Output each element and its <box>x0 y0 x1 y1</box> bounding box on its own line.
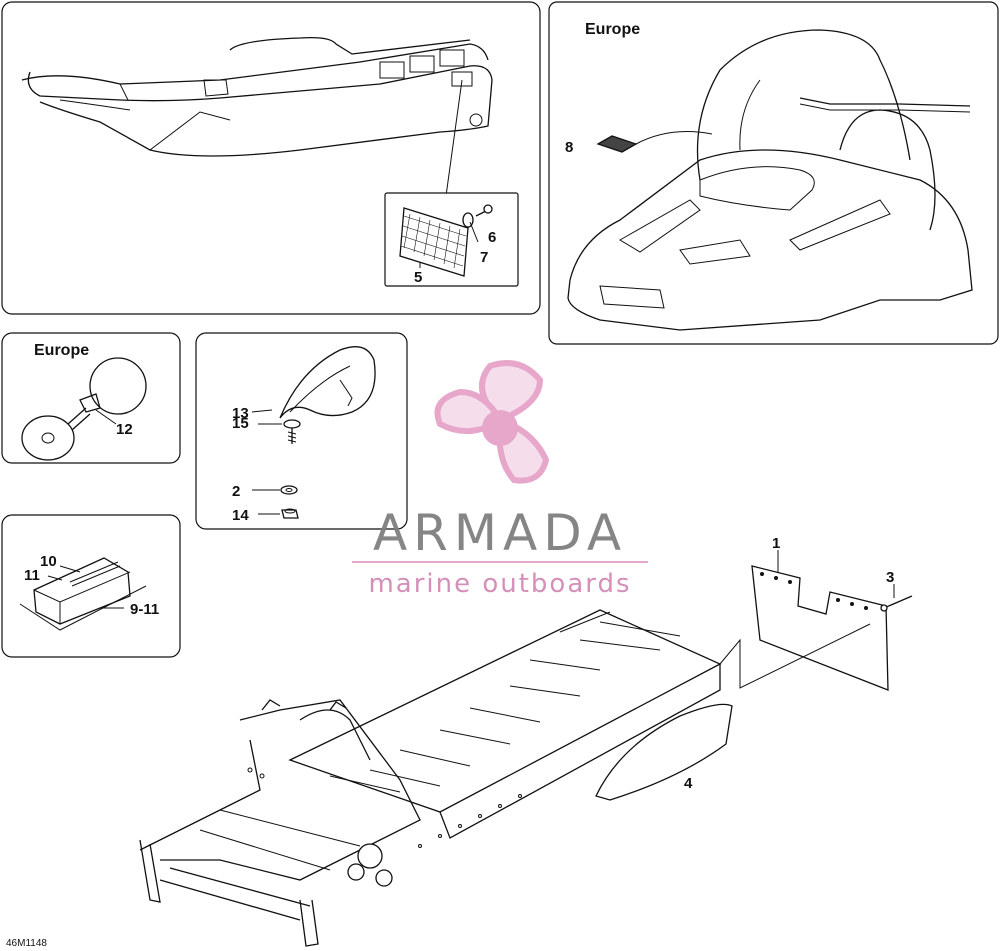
callout-4: 4 <box>684 775 693 792</box>
callout-8: 8 <box>565 139 573 156</box>
propeller-hub-icon <box>482 410 518 446</box>
callout-5: 5 <box>414 269 422 286</box>
callout-3: 3 <box>886 569 894 586</box>
callout-15: 15 <box>232 415 249 432</box>
callout-13: 13 <box>232 405 249 422</box>
callout-6: 6 <box>488 229 496 246</box>
callout-1: 1 <box>772 535 780 552</box>
panel-foam: 10 11 9-11 <box>1 514 181 658</box>
callout-7: 7 <box>480 249 488 266</box>
callout-12: 12 <box>116 421 133 438</box>
chassis-assembly: 4 1 3 <box>139 535 913 947</box>
panel-hardware: 13 15 2 14 <box>195 332 408 530</box>
diagram-code: 46M1148 <box>6 938 47 949</box>
region-label-europe-horn: Europe <box>34 342 89 359</box>
watermark-armada: ARMADA marine outboards <box>352 360 648 599</box>
watermark-title: ARMADA <box>373 504 627 562</box>
callout-14: 14 <box>232 507 249 524</box>
region-label-europe-top: Europe <box>585 21 640 38</box>
panel-horn-europe: Europe 12 <box>1 332 181 464</box>
panel-bottom-pan: 5 6 7 <box>1 1 541 315</box>
watermark-subtitle: marine outboards <box>368 569 631 599</box>
callout-10: 10 <box>40 553 57 570</box>
panel-hood-europe: Europe 8 <box>548 1 999 345</box>
callout-9-11: 9-11 <box>130 601 159 618</box>
callout-11: 11 <box>24 567 40 584</box>
callout-2: 2 <box>232 483 240 500</box>
